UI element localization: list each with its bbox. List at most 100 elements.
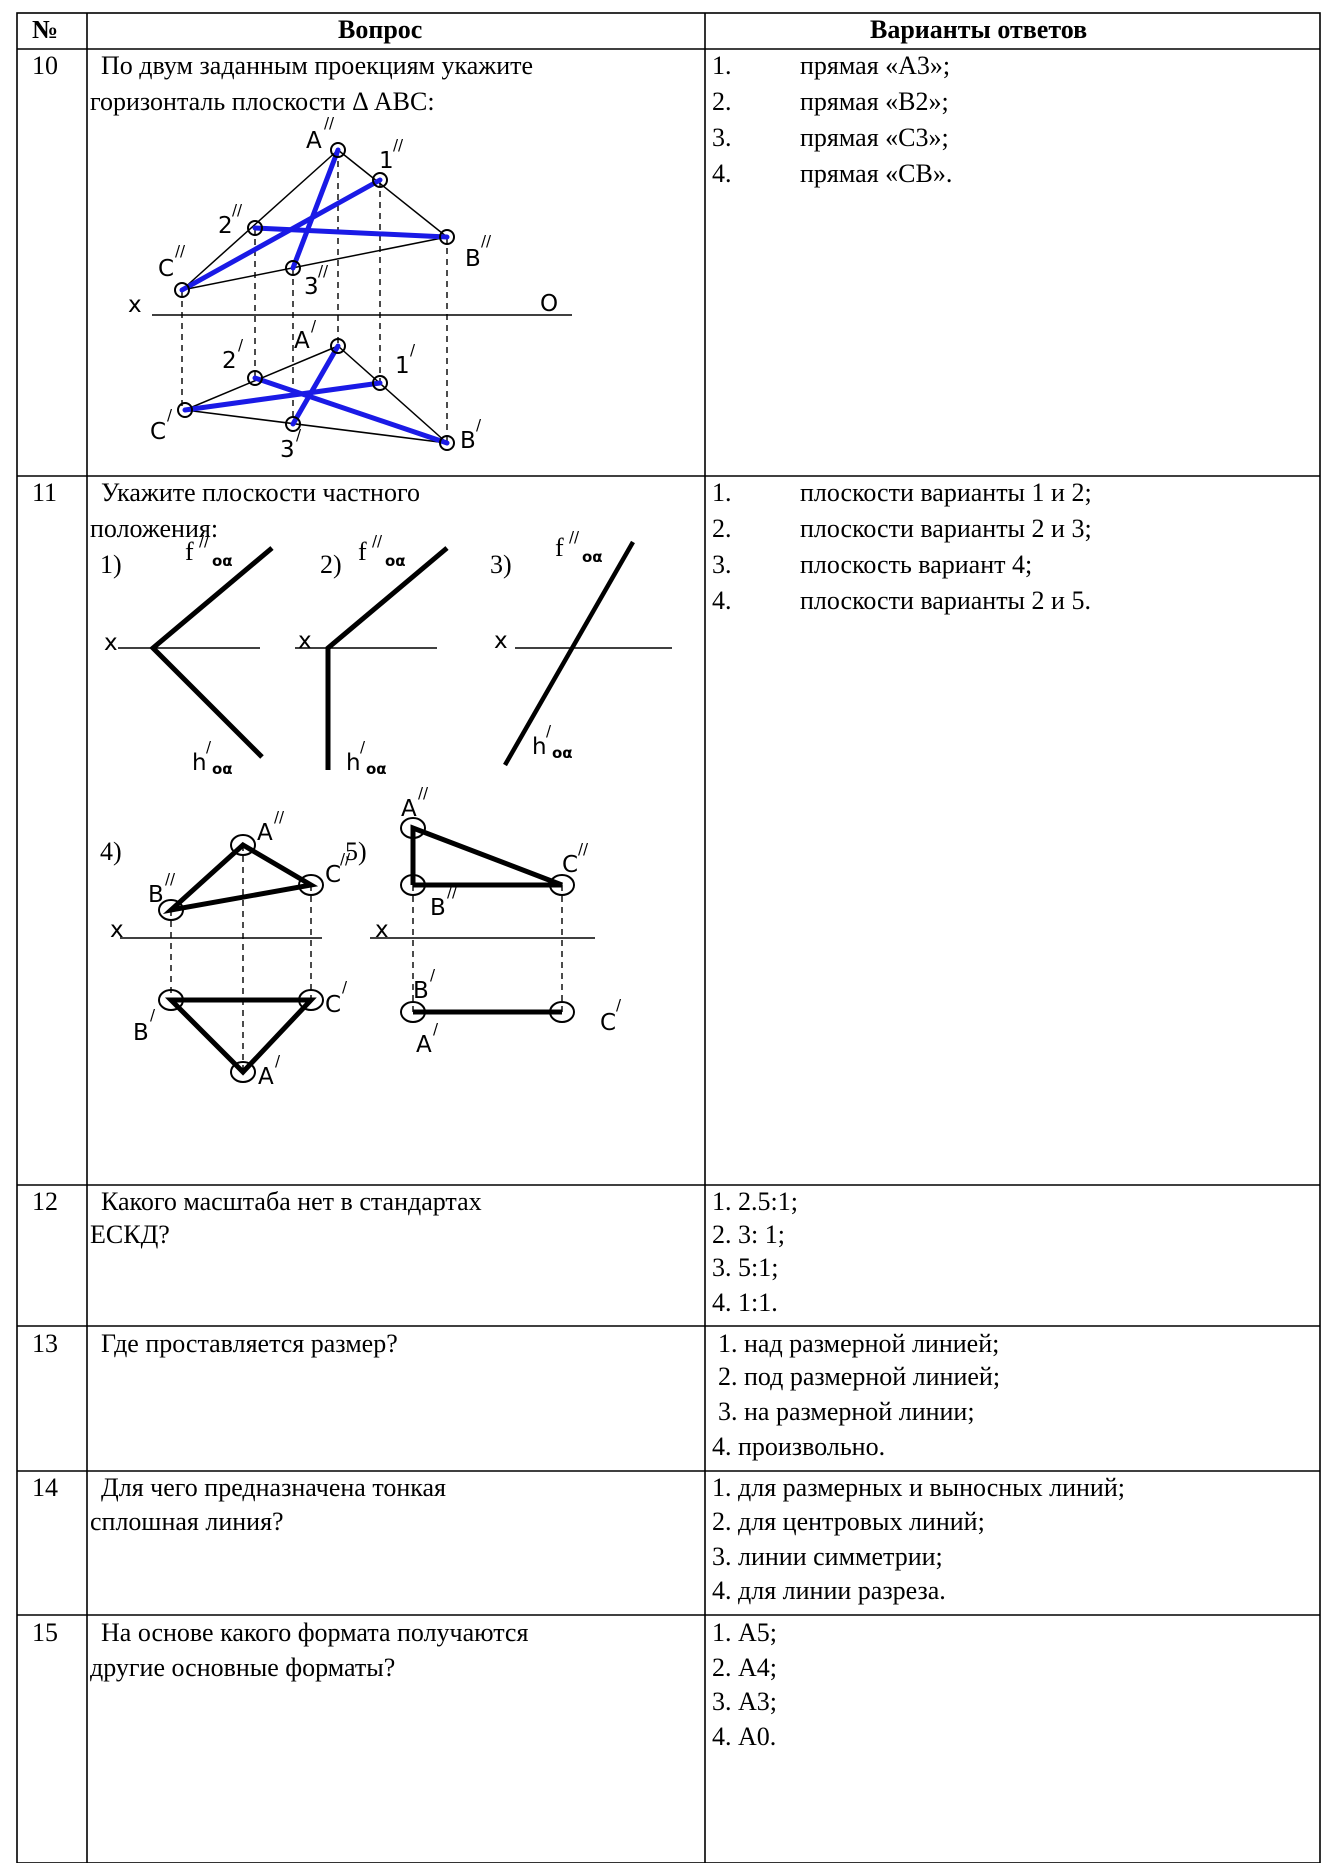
q11-number: 11 [32,478,58,507]
q11-v5-label-A-frontal: A [401,796,417,822]
q11-v2-trace-f-prime: // [372,532,383,550]
q11-v4-label-A-horizontal-prime: / [275,1052,281,1070]
q10-projection-links [181,150,448,443]
q15-opt2: 2. А4; [712,1653,777,1682]
q11-v4-label-C-horizontal: C [325,992,341,1018]
q11-opt2-text: плоскости варианты 2 и 3; [800,514,1092,543]
header-number: № [32,15,59,44]
q11-v4-label-B-horizontal-prime: / [150,1006,156,1024]
q11-variant-3-drawing [503,540,672,767]
q11-v5-label-A-horizontal-prime: / [433,1020,439,1038]
q11-v4-label-C-frontal: C [325,862,341,888]
q14-opt2: 2. для центровых линий; [712,1507,985,1536]
q11-v2-axis-x: x [298,628,312,654]
q11-v2-trace-h-prime: / [360,738,366,756]
q11-v3-trace-f-prime: // [569,528,580,546]
q10-label-B-frontal-prime: // [481,232,492,250]
q11-v5-label-B-horizontal-prime: / [430,966,436,984]
q11-variant-2-label: 2) [320,550,342,579]
q11-v1-trace-h-sub: оα [212,760,233,778]
q11-v3-trace-h-sub: оα [552,744,573,762]
q11-v5-label-B-frontal: B [430,895,446,921]
q10-opt1-num: 1. [712,51,732,80]
q11-v2-trace-h-sub: оα [366,760,387,778]
q11-v5-axis-x: x [375,917,389,943]
q12-opt4: 4. 1:1. [712,1288,778,1317]
q12-number: 12 [32,1187,58,1216]
q10-opt1-text: прямая «А3»; [800,51,951,80]
q10-label-A-frontal: A [306,128,322,154]
q10-label-2-horizontal-prime: / [238,336,244,354]
q11-v4-label-C-horizontal-prime: / [342,978,348,996]
header-question: Вопрос [338,15,423,44]
q11-opt1-text: плоскости варианты 1 и 2; [800,478,1092,507]
q10-opt3-num: 3. [712,123,732,152]
q13-opt4: 4. произвольно. [712,1432,886,1461]
q15-opt1: 1. А5; [712,1618,777,1647]
q12-text-line2: ЕСКД? [90,1220,170,1249]
q11-v5-label-B-horizontal: B [413,978,429,1004]
q10-label-1-frontal-prime: // [393,136,404,154]
q10-text-line2: горизонталь плоскости Δ АВС: [90,87,435,116]
q10-blue-lines-horizontal [182,343,450,446]
q11-v4-axis-x: x [110,917,124,943]
q10-label-3-horizontal-prime: / [296,426,302,444]
q10-opt2-num: 2. [712,87,732,116]
q14-text-line1: Для чего предназначена тонкая [101,1473,447,1502]
q11-v3-trace-h-prime: / [546,722,552,740]
q11-variant-1-drawing [118,546,274,759]
q11-variant-4-label: 4) [100,837,122,866]
q13-opt3: 3. на размерной линии; [718,1397,975,1426]
q10-label-C-horizontal: C [150,419,166,445]
q12-opt1: 1. 2.5:1; [712,1187,798,1216]
q11-v4-label-A-frontal: A [257,820,273,846]
q10-points [174,142,455,451]
q10-label-C-horizontal-prime: / [167,406,173,424]
q10-axis-label-o: O [540,291,558,317]
q11-opt4-text: плоскости варианты 2 и 5. [800,586,1091,615]
q14-opt4: 4. для линии разреза. [712,1576,946,1605]
q11-v3-trace-f: f [555,533,564,562]
q11-variant-3-label: 3) [490,550,512,579]
q11-opt4-num: 4. [712,586,732,615]
q11-v5-label-C-frontal-prime: // [578,840,589,858]
q11-v2-trace-h: h [346,750,361,776]
q11-v1-trace-h: h [192,750,207,776]
q14-number: 14 [32,1473,58,1502]
q11-variant-5-drawing [370,817,595,1023]
q13-opt2: 2. под размерной линией; [718,1362,1001,1391]
q13-text-line1: Где проставляется размер? [101,1329,398,1358]
q11-opt3-num: 3. [712,550,732,579]
q11-v4-label-B-frontal-prime: // [165,870,176,888]
q11-variant-2-drawing [295,546,449,770]
q11-v5-label-C-horizontal-prime: / [616,996,622,1014]
q10-blue-lines-frontal [179,147,450,293]
q10-opt2-text: прямая «В2»; [800,87,949,116]
q11-v4-label-A-horizontal: A [258,1064,274,1090]
q14-text-line2: сплошная линия? [90,1507,284,1536]
header-answers: Варианты ответов [870,15,1088,44]
q10-label-C-frontal: C [158,256,174,282]
q11-v4-label-B-frontal: B [148,882,164,908]
q11-v1-trace-h-prime: / [206,738,212,756]
q10-label-1-horizontal: 1 [395,353,410,379]
q11-text-line2: положения: [90,514,219,543]
q12-opt2: 2. 3: 1; [712,1220,785,1249]
q11-v4-label-A-frontal-prime: // [274,808,285,826]
q10-label-2-horizontal: 2 [222,348,237,374]
q13-number: 13 [32,1329,58,1358]
q10-opt3-text: прямая «С3»; [800,123,949,152]
q10-opt4-text: прямая «СВ». [800,159,953,188]
q11-v5-label-C-horizontal: C [600,1010,616,1036]
q11-v4-label-B-horizontal: B [133,1020,149,1046]
q11-v1-trace-f: f [185,537,194,566]
q11-opt1-num: 1. [712,478,732,507]
q11-variant-4-drawing [120,834,324,1083]
q11-text-line1: Укажите плоскости частного [101,478,420,507]
q11-v1-axis-x: x [104,630,118,656]
q10-number: 10 [32,51,58,80]
q11-variant-1-label: 1) [100,550,122,579]
q10-label-2-frontal: 2 [218,213,233,239]
